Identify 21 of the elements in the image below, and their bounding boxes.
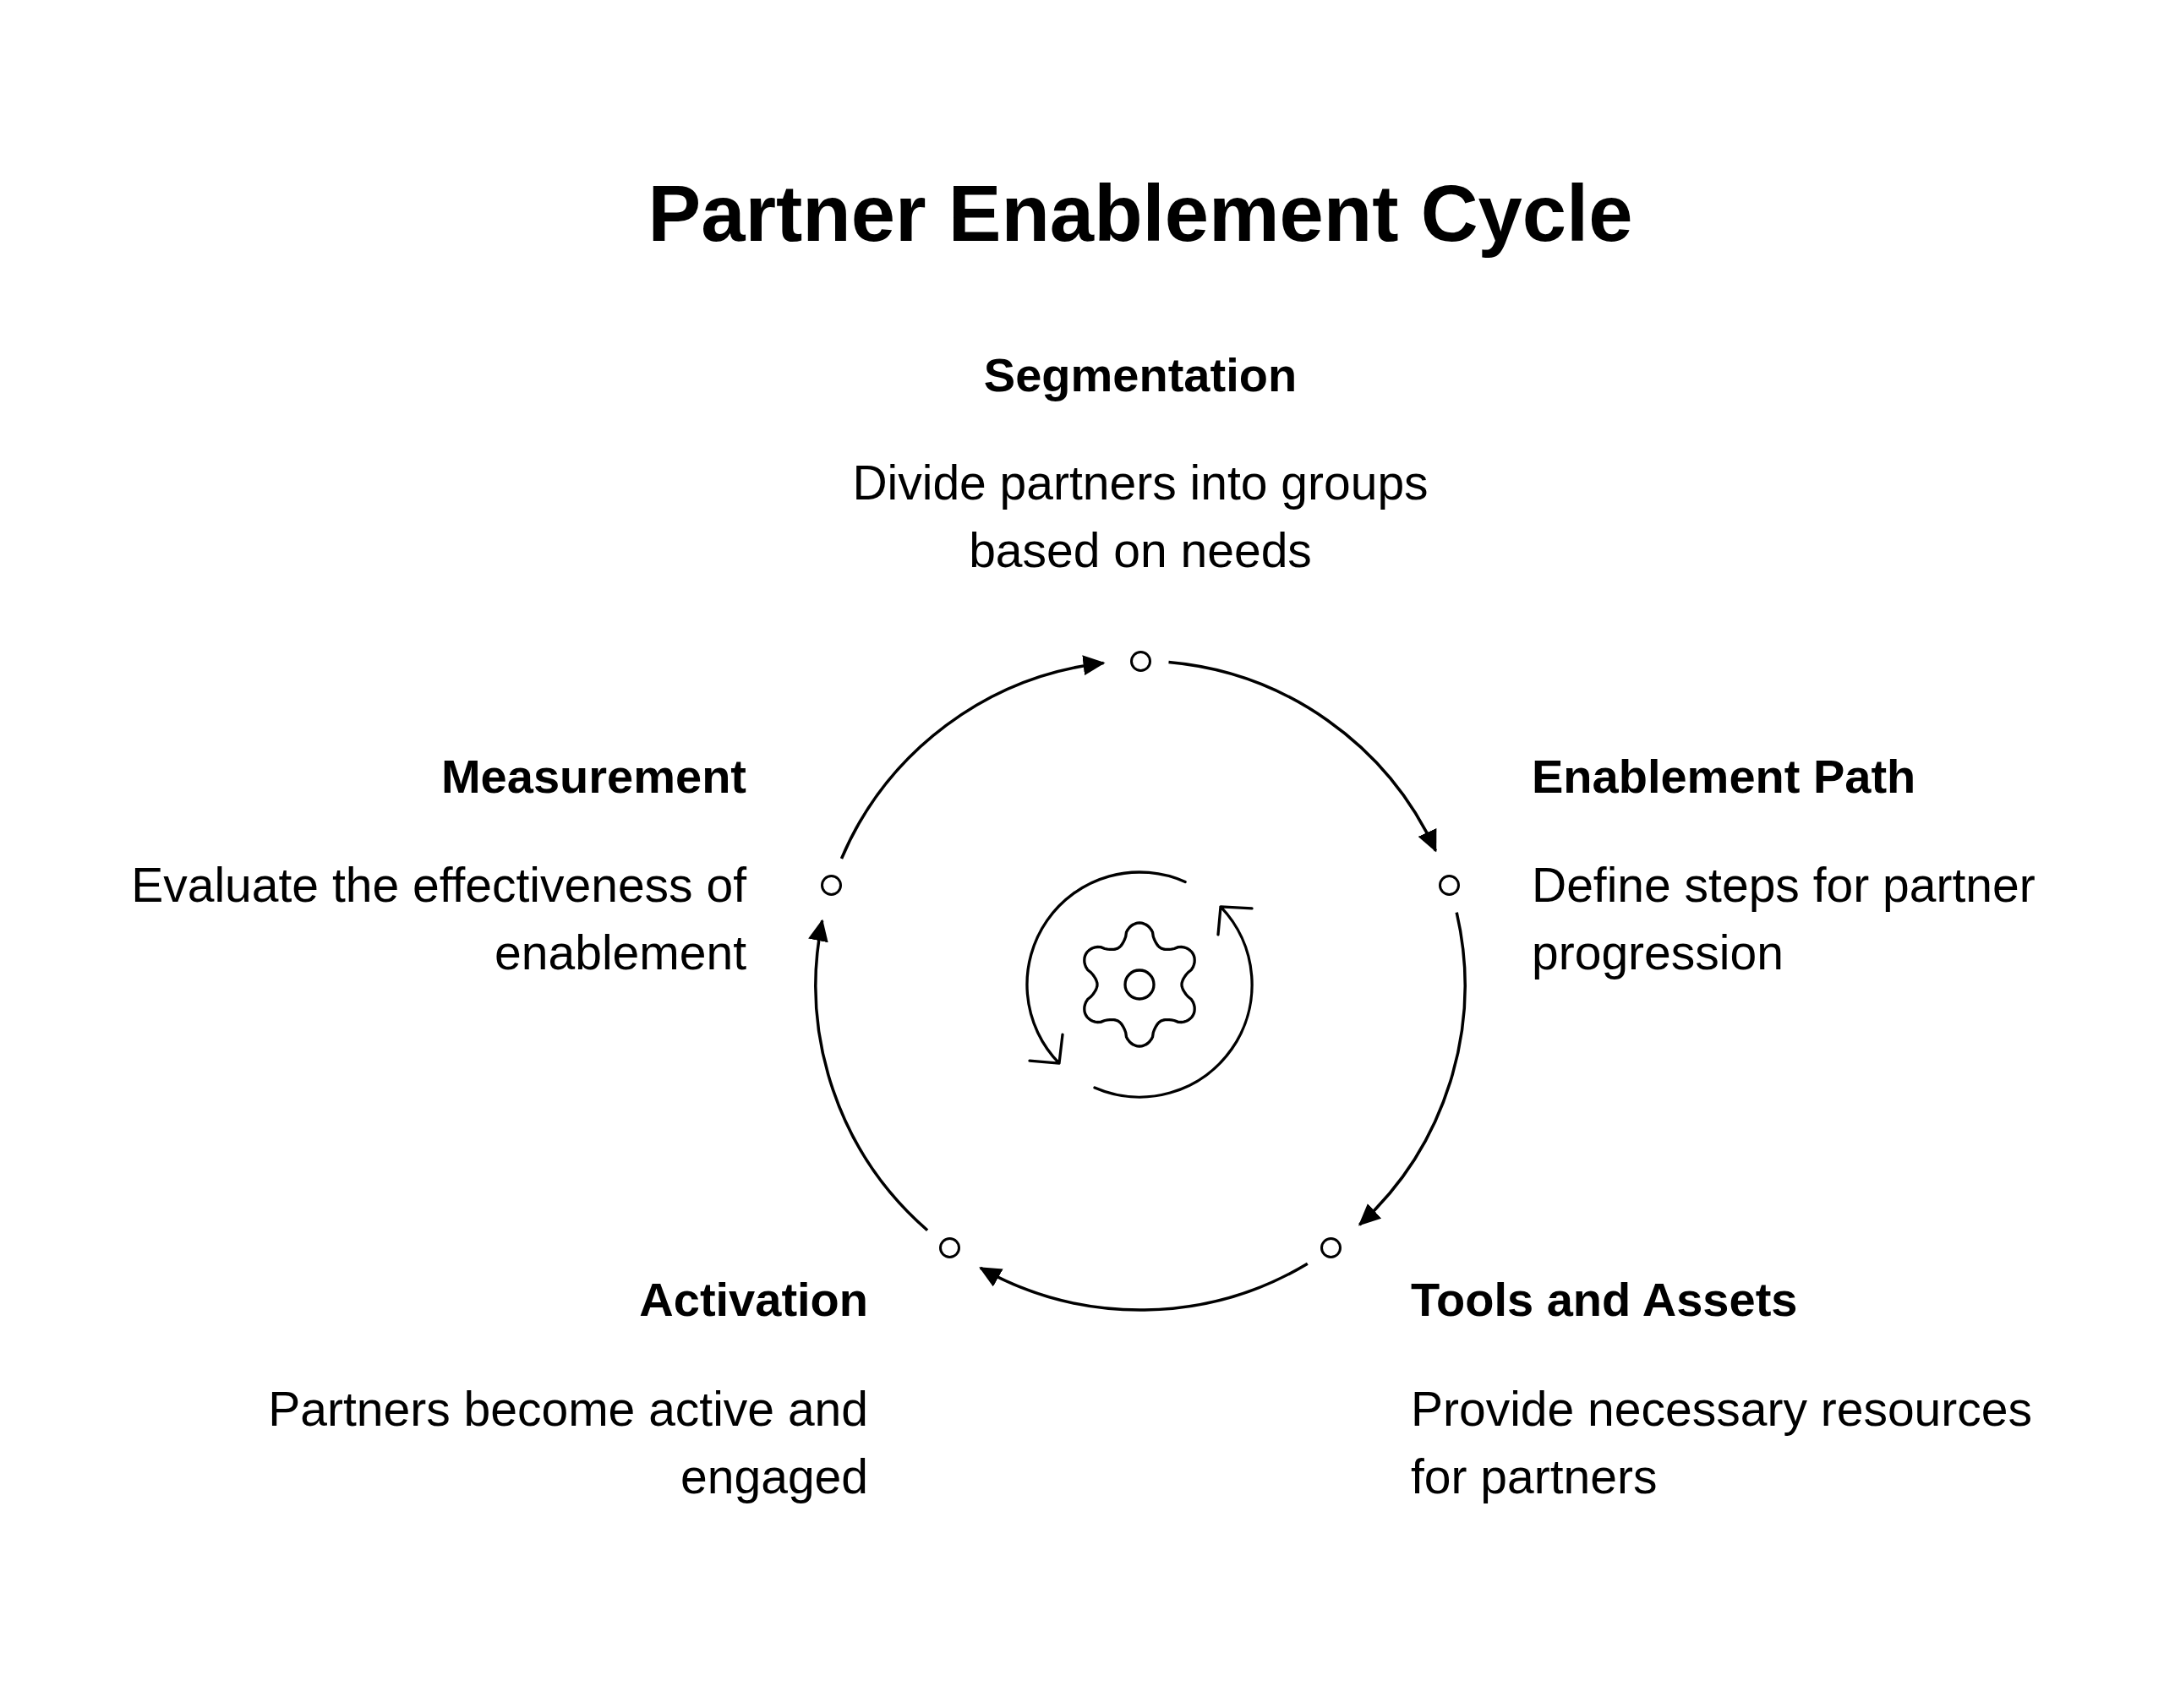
step-circle [1438,874,1460,896]
step-description: Evaluate the effectiveness of enablement [130,857,746,981]
curved-arrow [979,1262,1309,1312]
curved-arrow [1358,912,1467,1226]
step-description: Define steps for partner progression [1532,857,2036,981]
step-heading: Segmentation [983,347,1298,403]
step-circle [821,874,843,896]
step-circle [1129,650,1151,672]
step-description: Provide necessary resources for partners [1411,1381,2033,1505]
step-description: Partners become active and engaged [267,1381,868,1505]
curved-arrow [839,656,1106,859]
step-heading: Enablement Path [1532,749,1916,805]
curved-arrow [1168,660,1437,853]
curved-arrow [809,919,929,1232]
step-heading: Activation [639,1272,868,1328]
step-heading: Tools and Assets [1411,1272,1798,1328]
title: Partner Enablement Cycle [648,168,1633,259]
step-circle [938,1237,960,1259]
step-heading: Measurement [440,749,746,805]
step-circle [1320,1237,1342,1259]
step-description: Divide partners into groups based on needs [851,455,1429,579]
